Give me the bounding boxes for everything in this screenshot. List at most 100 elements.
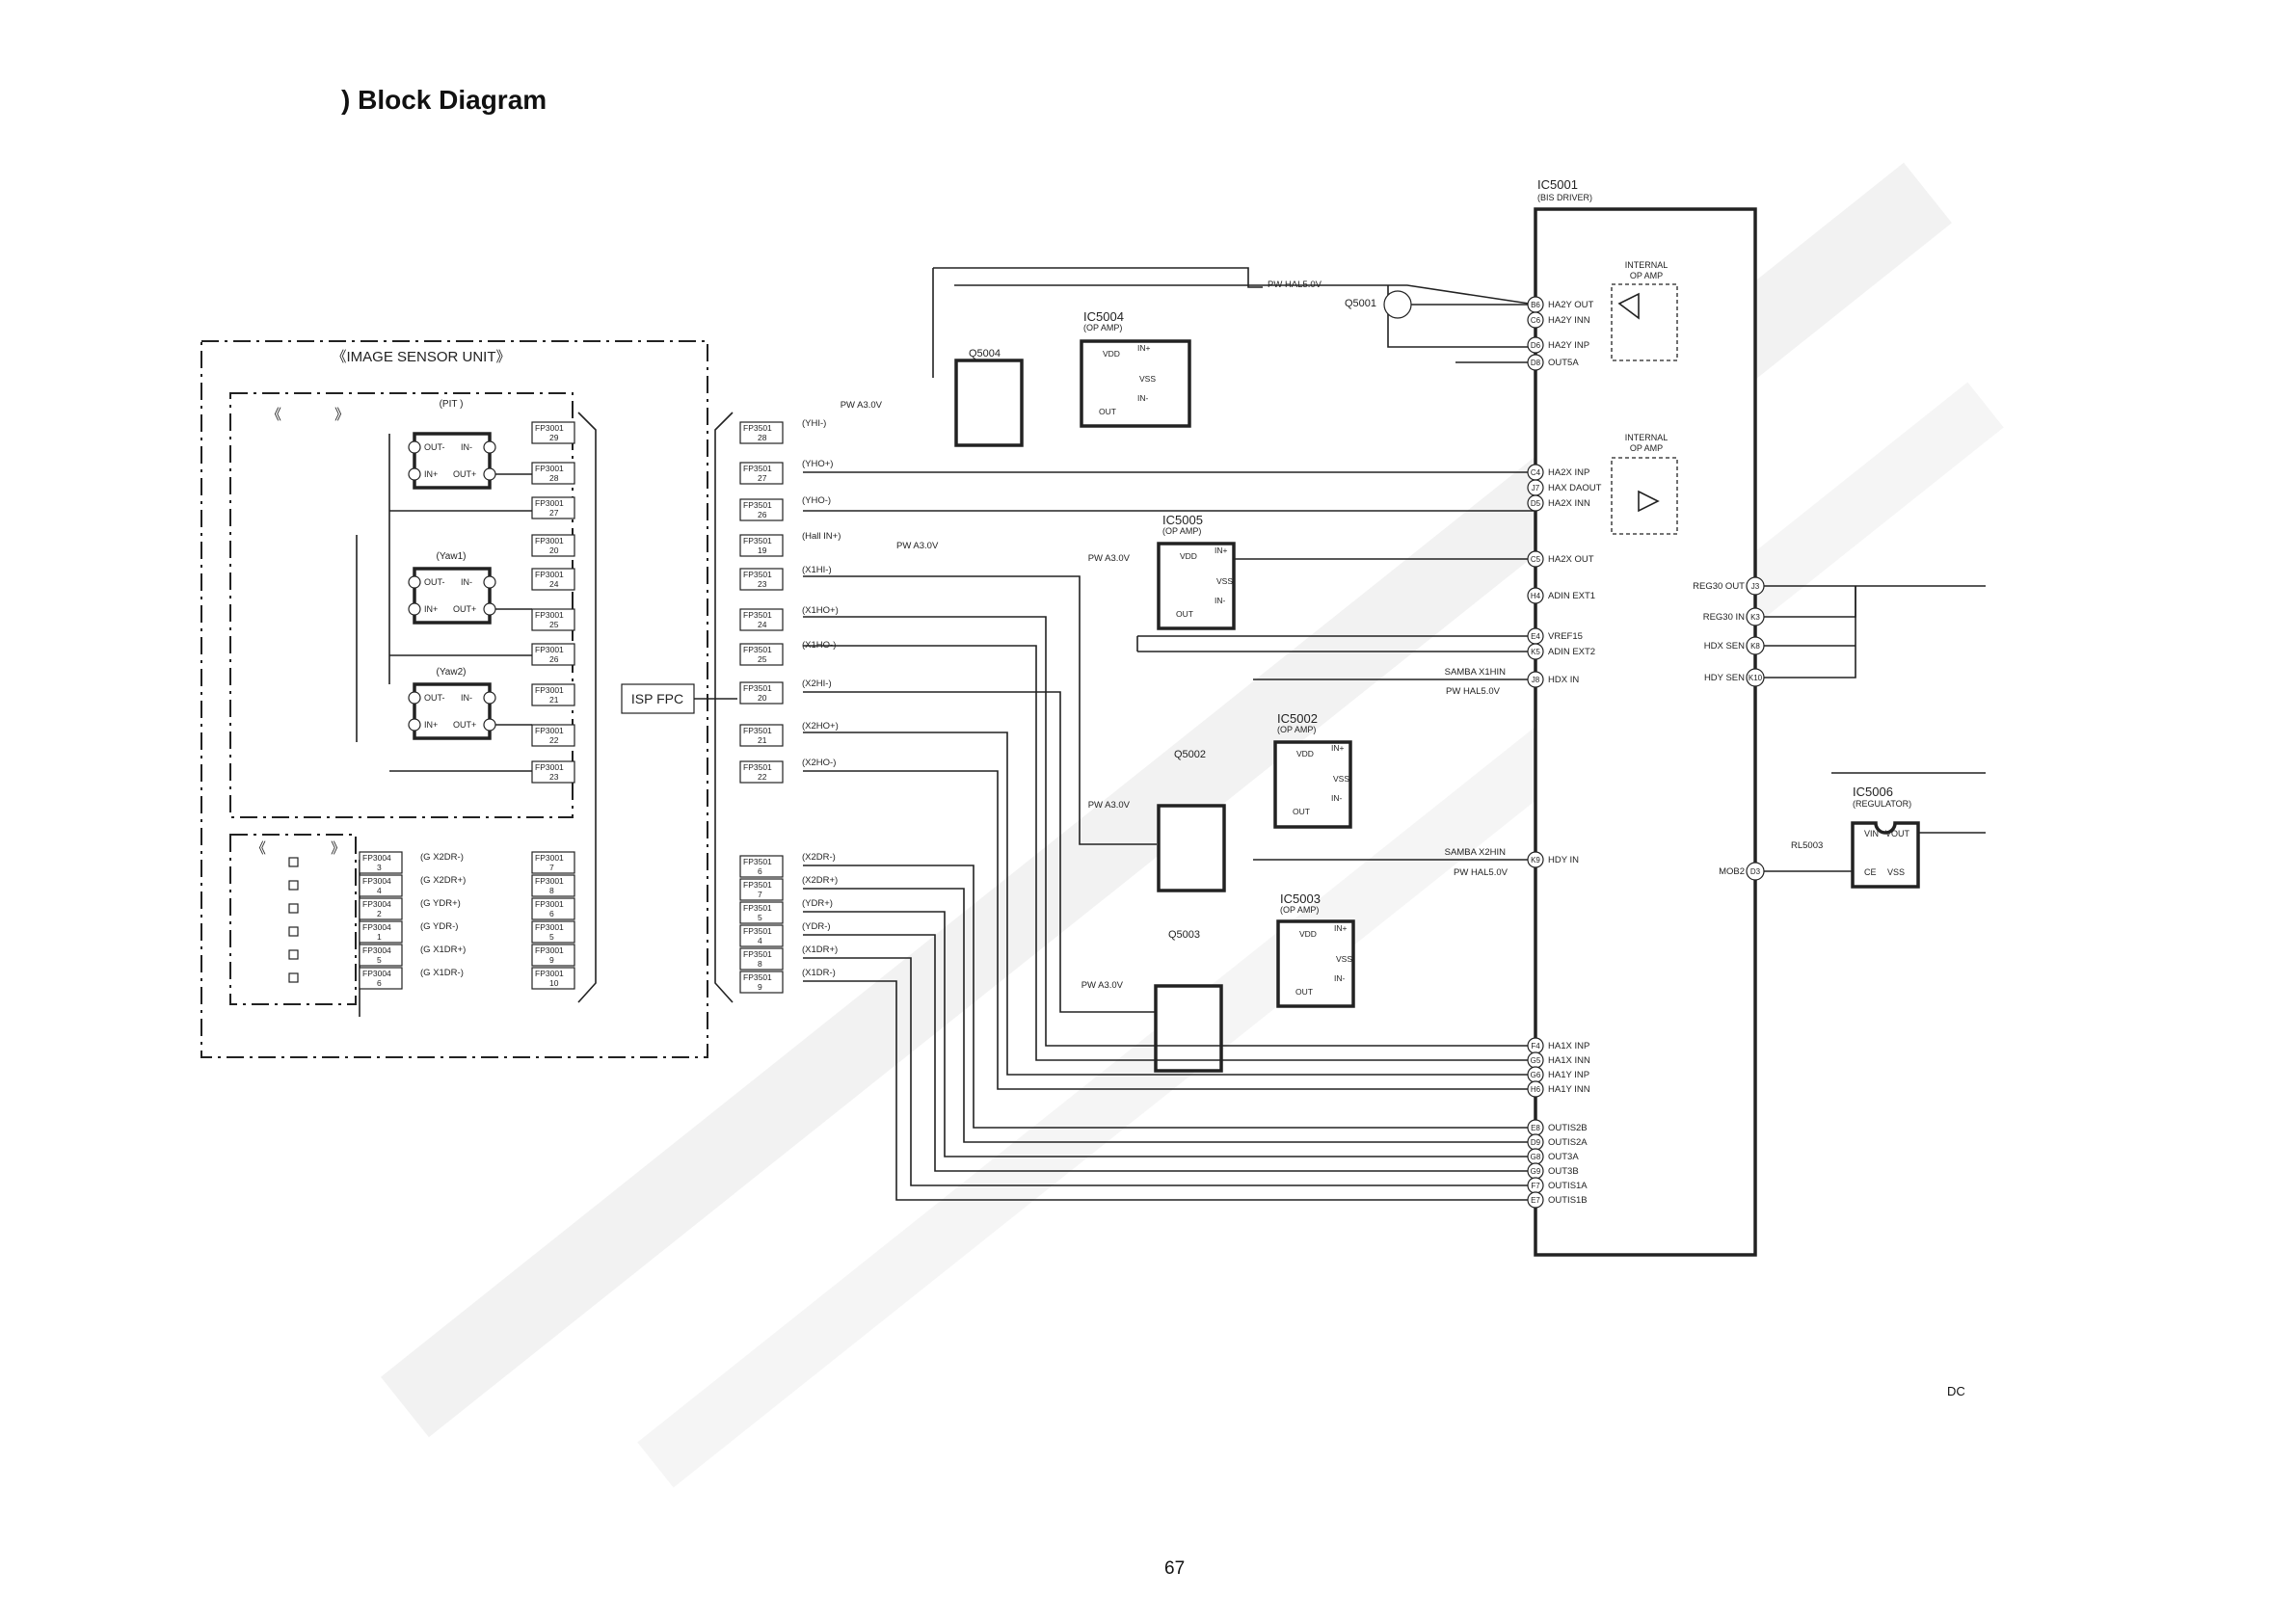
fp3501-pin: 9 [758,982,762,992]
image-sensor-unit-label: 《IMAGE SENSOR UNIT》 [332,349,510,365]
ic5001-pin-id: G8 [1531,1153,1541,1161]
ic5001-pin-label: ADIN EXT2 [1548,647,1595,657]
gyro-mark-close: 》 [334,407,349,423]
fp3001-drive-name: FP3001 [535,899,564,909]
q5003-label: Q5003 [1168,929,1200,941]
ic5001-pin-id: E8 [1531,1124,1540,1132]
fp3001-left [531,421,575,444]
ic5001-box [1534,207,1757,1257]
internal-op-amp-label: OP AMP [1630,443,1663,453]
ic5001-pin-label: HA2X INN [1548,498,1590,509]
fp3501-pin: 22 [758,772,767,782]
ic5001-pin [1527,550,1544,568]
fp3501-signal: (X1DR-) [802,968,836,978]
terminal [288,972,299,983]
q5004-label: Q5004 [969,348,1001,359]
fp3004 [359,897,403,920]
ic5001-pin-label: HDX IN [1548,675,1579,685]
vdd-pin: VDD [1103,349,1120,359]
out-pin: OUT [1293,807,1310,816]
ic5001-pin-id: K9 [1531,856,1540,865]
ic5001-pin-id: B6 [1531,301,1540,309]
fp3501-signal: (X1HO+) [802,605,839,616]
opamp-ic-type: (OP AMP) [1280,905,1319,915]
in-plus-pin: IN+ [1215,545,1228,555]
amp-in-minus: IN- [461,577,472,587]
opamp-ic-type: (OP AMP) [1277,725,1316,734]
fp3501-name: FP3501 [743,536,772,545]
ic5001-name: IC5001 [1537,177,1578,192]
fp3501 [739,760,784,784]
fp3001-left-name: FP3001 [535,423,564,433]
ic5001-pin-label: HAX DAOUT [1548,483,1602,493]
pin-1 [408,718,421,732]
pin-4 [408,575,421,589]
gyro-mark-open: 《 [267,407,281,423]
fp3001-left-pin: 21 [549,695,559,705]
in-minus-pin: IN- [1334,973,1346,983]
fp3501 [739,901,784,924]
fp3501-pin: 26 [758,510,767,519]
pw-hal50-top: PW HAL5.0V [1268,279,1322,290]
fp3001-left [531,683,575,706]
fp3501-signal: (X1HO-) [802,640,836,651]
pin-4 [408,691,421,705]
ic5001-pin-label: HA2Y INN [1548,315,1590,326]
ic5006-ce: CE [1864,867,1877,877]
ic5006-type: (REGULATOR) [1853,799,1911,809]
ic5001-pin-id: G5 [1531,1056,1541,1065]
pw-a30-q5003: PW A3.0V [1081,980,1124,991]
amp-out-minus: OUT- [424,577,445,587]
fp3501-pin: 27 [758,473,767,483]
in-plus-pin: IN+ [1137,343,1151,353]
ic5001-right-pin [1746,668,1765,687]
in-minus-pin: IN- [1331,793,1343,803]
fp3004-pin: 6 [377,978,382,988]
pw-a30-q5004: PW A3.0V [841,400,883,411]
ic5001-pin-label: HA2Y OUT [1548,300,1594,310]
drive-signal: (G X2DR-) [420,852,464,863]
fp3501-name: FP3501 [743,762,772,772]
fp3501 [739,878,784,901]
in-minus-pin: IN- [1137,393,1149,403]
opamp-ic-type: (OP AMP) [1162,526,1201,536]
ic5001-pin [1527,336,1544,354]
terminal [288,949,299,960]
vss-pin: VSS [1216,576,1233,586]
fp3004-name: FP3004 [362,876,391,886]
fp3001-left-name: FP3001 [535,610,564,620]
amp-in-minus: IN- [461,693,472,703]
fp3501 [739,568,784,591]
amp-in-plus: IN+ [424,469,438,479]
terminal [288,926,299,937]
ic5001-right-pin [1746,607,1765,626]
drive-signal: (G X1DR+) [420,945,466,955]
fp3001-drive-name: FP3001 [535,853,564,863]
ic5001-right-pin-label: HDY SEN [1704,673,1745,683]
fp3501-name: FP3501 [743,423,772,433]
amp-out-minus: OUT- [424,442,445,452]
fp3501 [739,608,784,631]
ic5001-pin-id: C6 [1531,316,1541,325]
fp3001-left [531,643,575,666]
fp3001-drive-pin: 8 [549,886,554,895]
pw-a30-ic5005: PW A3.0V [1088,553,1131,564]
fp3501-signal: (X2DR+) [802,875,838,886]
q5002-label: Q5002 [1174,749,1206,760]
fp3501-signal: (Hall IN+) [802,531,841,542]
drive-signal: (G YDR+) [420,898,461,909]
pin-2 [483,718,496,732]
pin-2 [483,467,496,481]
in-plus-pin: IN+ [1331,743,1345,753]
fp3501-signal: (X2HO+) [802,721,839,732]
ic5001-pin-label: HA1Y INP [1548,1070,1589,1080]
fp3501-signal: (YHO-) [802,495,831,506]
pw-hal50-ic5002: PW HAL5.0V [1446,686,1501,697]
fp3001-left-name: FP3001 [535,726,564,735]
ic5001-pin-label: OUTIS1A [1548,1181,1588,1191]
drive-signal: (G YDR-) [420,921,458,932]
ic5001-pin-id: E7 [1531,1196,1540,1205]
ic5001-pin-id: J8 [1532,676,1540,684]
fp3001-left [531,608,575,631]
